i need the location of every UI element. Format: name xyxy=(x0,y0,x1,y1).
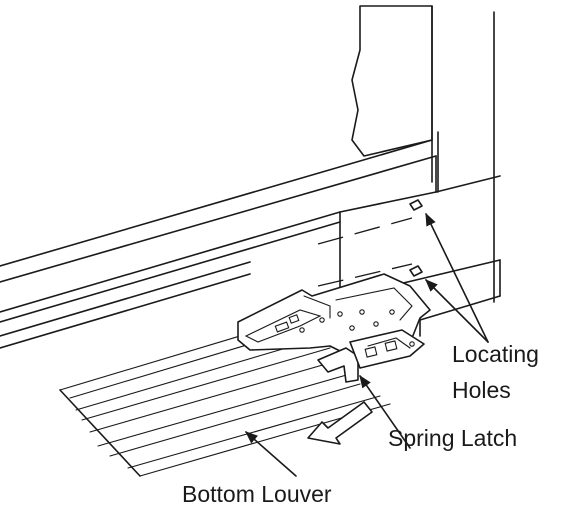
alignment-guides xyxy=(317,217,413,287)
label-spring-latch: Spring Latch xyxy=(388,425,517,451)
locating-hole-lower xyxy=(409,265,423,277)
spring-latch-assembly xyxy=(237,273,431,383)
leader-spring-latch xyxy=(359,374,411,449)
filter-mesh xyxy=(351,5,433,157)
leader-lines xyxy=(245,212,489,477)
pull-direction-arrow xyxy=(307,401,373,445)
label-bottom-louver: Bottom Louver xyxy=(182,481,332,507)
locating-hole-upper xyxy=(409,199,423,211)
leader-bottom-louver xyxy=(245,431,297,477)
leader-locating-upper xyxy=(425,212,489,343)
label-locating: Locating xyxy=(452,341,539,367)
cabinet-frame xyxy=(0,5,501,337)
leader-locating-lower xyxy=(425,279,489,343)
label-holes: Holes xyxy=(452,377,511,403)
